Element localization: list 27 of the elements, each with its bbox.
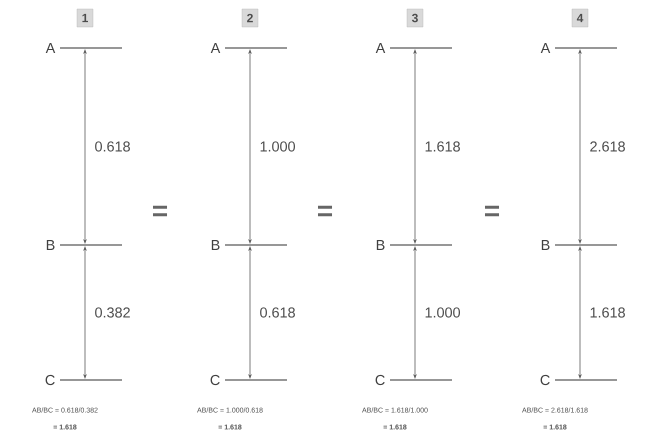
edge-label: 1.000	[260, 141, 295, 152]
point-letter: C	[210, 374, 220, 386]
edge-label: 2.618	[590, 141, 625, 152]
equals-sign: =	[152, 206, 168, 216]
point-letter: B	[542, 240, 550, 250]
point-letter: B	[46, 240, 54, 250]
edge-label: 1.618	[590, 307, 625, 318]
edge-label: 0.618	[95, 141, 130, 152]
equals-sign: =	[318, 206, 332, 216]
number-box: 2	[242, 8, 258, 28]
edge-label: 1.000	[426, 307, 460, 318]
number-box: 1	[76, 8, 94, 28]
edge-label: 0.382	[95, 307, 130, 318]
point-letter: C	[376, 374, 385, 386]
point-letter: B	[376, 240, 384, 250]
point-letter: A	[376, 43, 386, 53]
point-letter: C	[540, 374, 550, 386]
point-letter: C	[46, 374, 55, 386]
edge-label: 1.618	[426, 141, 460, 152]
number-box: 3	[406, 8, 424, 28]
point-letter: A	[540, 43, 550, 53]
number-box: 4	[572, 8, 588, 28]
equals-sign: =	[484, 206, 500, 216]
point-letter: A	[210, 43, 220, 53]
edge-label: 0.618	[260, 307, 295, 318]
point-letter: A	[46, 43, 56, 53]
point-letter: B	[212, 240, 220, 250]
